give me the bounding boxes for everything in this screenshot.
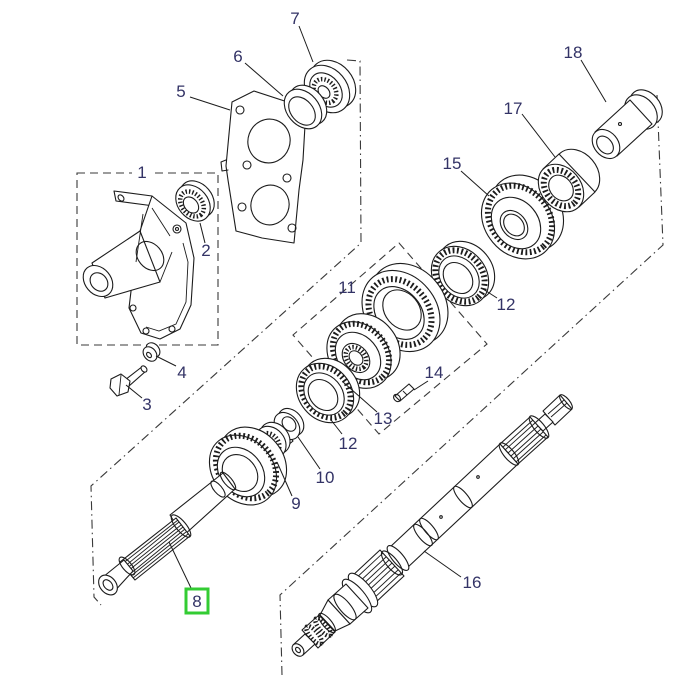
part-1-front-cover-drawing	[82, 190, 195, 340]
assembly-outline-left	[90, 59, 362, 606]
callout-9: 9	[276, 461, 301, 513]
callout-2: 2	[199, 222, 211, 260]
callout-label-3[interactable]: 3	[142, 395, 151, 414]
part-6-seal-ring-drawing	[283, 84, 328, 130]
callout-label-14[interactable]: 14	[425, 363, 444, 382]
callout-label-9[interactable]: 9	[291, 494, 300, 513]
part-12-baulk-ring-upper-drawing	[430, 240, 496, 307]
callout-label-1[interactable]: 1	[137, 163, 146, 182]
callout-label-8[interactable]: 8	[192, 592, 201, 611]
callout-13: 13	[342, 381, 393, 428]
part-12-baulk-ring-lower-drawing	[295, 357, 361, 424]
callout-label-13[interactable]: 13	[374, 409, 393, 428]
callout-11: 11	[338, 278, 356, 297]
callout-6: 6	[233, 47, 284, 97]
callout-label-17[interactable]: 17	[504, 99, 523, 118]
group-box-part-11	[292, 242, 488, 435]
callout-17: 17	[504, 99, 556, 158]
callout-10: 10	[297, 436, 335, 487]
callout-label-12-lower[interactable]: 12	[339, 434, 358, 453]
callout-7: 7	[290, 9, 314, 63]
callout-label-11[interactable]: 11	[338, 278, 356, 297]
callout-8-highlighted[interactable]: 8	[168, 541, 210, 615]
callout-15: 15	[443, 154, 490, 197]
callout-label-18[interactable]: 18	[564, 43, 583, 62]
part-14-pin-drawing	[393, 383, 415, 403]
assembly-outline-right	[279, 94, 664, 676]
callout-label-5[interactable]: 5	[176, 82, 185, 101]
callout-label-15[interactable]: 15	[443, 154, 462, 173]
callout-label-2[interactable]: 2	[201, 241, 210, 260]
callout-3: 3	[125, 384, 152, 414]
callout-label-4[interactable]: 4	[177, 363, 186, 382]
callout-1: 1	[137, 163, 146, 182]
part-16-mainshaft-drawing	[291, 394, 573, 657]
callout-label-6[interactable]: 6	[233, 47, 242, 66]
selected-part-highlight-box[interactable]	[184, 587, 210, 615]
callout-label-16[interactable]: 16	[463, 573, 482, 592]
part-18-bush-drawing	[591, 89, 663, 160]
callout-5: 5	[176, 82, 231, 111]
callout-18: 18	[564, 43, 607, 103]
callout-14: 14	[413, 363, 444, 391]
part-3-bolt-drawing	[109, 365, 148, 397]
callout-label-7[interactable]: 7	[290, 9, 299, 28]
part-4-nut-drawing	[142, 342, 161, 362]
label-backing	[132, 162, 152, 181]
callout-16: 16	[423, 550, 482, 592]
part-2-oil-seal-drawing	[175, 180, 215, 222]
part-5-gasket-drawing	[220, 90, 307, 244]
part-15-gear-drawing	[480, 174, 565, 260]
part-8-input-shaft-gear-drawing	[98, 426, 288, 596]
callout-12-lower: 12	[330, 419, 358, 453]
part-17-needle-bearing-drawing	[537, 148, 601, 213]
callout-12-upper: 12	[482, 288, 516, 314]
callout-label-10[interactable]: 10	[316, 468, 335, 487]
callout-4: 4	[155, 355, 187, 382]
callout-label-12-upper[interactable]: 12	[497, 295, 516, 314]
